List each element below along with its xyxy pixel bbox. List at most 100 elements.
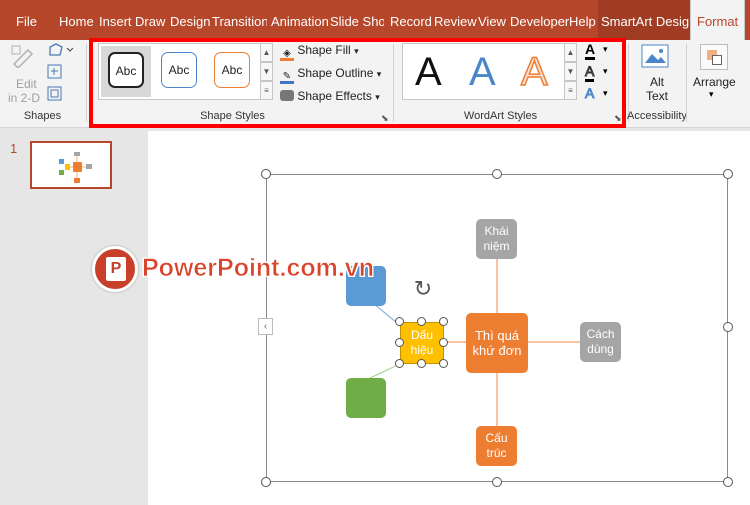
slide-canvas[interactable] [148, 131, 750, 505]
frame-handle[interactable] [492, 477, 502, 487]
arrange-icon[interactable] [700, 44, 728, 70]
node-cau-truc[interactable]: Cấu trúc [476, 426, 517, 466]
shape-fill-label: Shape Fill [297, 43, 351, 57]
slide-thumbnail-pane: 1 [0, 129, 132, 505]
connector-lines [367, 259, 581, 426]
wordart-style-2[interactable]: A [469, 50, 496, 94]
node-center[interactable]: Thì quá khứ đơn [466, 313, 528, 373]
tab-slide-show[interactable]: Slide Show [330, 14, 384, 29]
text-effects-icon[interactable]: A [584, 85, 595, 101]
separator [686, 44, 687, 122]
node-dau-hieu[interactable]: Dấu hiệu [400, 322, 444, 364]
slide-thumbnail[interactable] [30, 141, 112, 189]
edit-2d-button[interactable]: Edit [16, 77, 37, 91]
shape-style-3[interactable]: Abc [214, 52, 250, 88]
wordart-style-3[interactable]: A [520, 49, 548, 95]
wordart-group-label: WordArt Styles [463, 110, 538, 122]
shape-outline-button[interactable]: ✎ Shape Outline ▾ [280, 66, 381, 84]
gallery-scroll-down[interactable]: ▼ [260, 62, 273, 81]
ribbon-tab-bar: File Home Insert Draw Design Transitions… [0, 0, 750, 40]
separator [628, 44, 629, 122]
wordart-scroll-down[interactable]: ▼ [564, 62, 577, 81]
chevron-down-icon: ▾ [354, 46, 359, 56]
tab-design[interactable]: Design [170, 14, 211, 29]
selection-handle[interactable] [395, 338, 404, 347]
text-outline-icon[interactable]: A [584, 63, 595, 82]
selection-handle[interactable] [417, 359, 426, 368]
frame-handle[interactable] [261, 477, 271, 487]
wordart-scroll-up[interactable]: ▲ [564, 43, 577, 62]
selection-handle[interactable] [395, 359, 404, 368]
text-pane-toggle[interactable]: ‹ [258, 318, 273, 335]
frame-handle[interactable] [261, 169, 271, 179]
node-blue-empty[interactable] [346, 266, 386, 306]
wordart-style-1[interactable]: A [415, 50, 442, 94]
frame-handle[interactable] [492, 169, 502, 179]
accessibility-group-label: Accessibility [627, 110, 687, 122]
smaller-shape-icon[interactable] [47, 86, 63, 107]
tab-insert[interactable]: Insert [99, 14, 132, 29]
paint-bucket-icon: ◈ [280, 48, 294, 61]
tab-developer[interactable]: Developer [510, 14, 570, 29]
chevron-down-icon: ▾ [376, 69, 382, 79]
shape-effects-icon [280, 90, 294, 101]
tab-record[interactable]: Record [390, 14, 432, 29]
tab-transitions[interactable]: Transitions [212, 14, 267, 29]
chevron-down-icon[interactable]: ▾ [603, 44, 608, 54]
shape-fill-button[interactable]: ◈ Shape Fill ▾ [280, 43, 359, 61]
splitter[interactable] [132, 129, 148, 505]
gallery-more[interactable]: ≡ [260, 81, 273, 100]
dialog-launcher-icon[interactable]: ⬊ [381, 113, 389, 123]
frame-handle[interactable] [723, 169, 733, 179]
tab-format[interactable]: Format [690, 0, 746, 40]
alt-text-label-2: Text [646, 89, 669, 103]
wordart-gallery [402, 43, 577, 100]
shape-style-1[interactable]: Abc [108, 52, 144, 88]
gallery-scroll-up[interactable]: ▲ [260, 43, 273, 62]
node-cach-dung[interactable]: Cách dùng [580, 322, 621, 362]
dialog-launcher-icon[interactable]: ⬊ [614, 113, 622, 123]
text-fill-icon[interactable]: A [585, 42, 596, 60]
shape-effects-button[interactable]: Shape Effects ▾ [280, 89, 380, 103]
alt-text-label-1: Alt [650, 75, 665, 89]
node-khai-niem[interactable]: Khái niệm [476, 219, 517, 259]
tab-file[interactable]: File [16, 14, 37, 29]
chevron-down-icon[interactable]: ▾ [709, 89, 714, 99]
tab-smartart-design[interactable]: SmartArt Design [598, 0, 700, 40]
slide-number: 1 [10, 141, 18, 156]
arrange-button[interactable]: Arrange [693, 75, 736, 89]
alt-text-icon[interactable] [641, 44, 669, 75]
tab-review[interactable]: Review [434, 14, 477, 29]
highlight-box [89, 38, 626, 128]
rotate-icon[interactable]: ↻ [413, 276, 433, 301]
edit-label: Edit [16, 77, 37, 91]
selection-handle[interactable] [439, 359, 448, 368]
chevron-down-icon[interactable]: ▾ [603, 66, 608, 76]
larger-shape-icon[interactable] [47, 64, 63, 85]
tab-home[interactable]: Home [59, 14, 94, 29]
pen-icon: ✎ [280, 71, 294, 84]
change-shape-icon[interactable] [47, 42, 75, 63]
shape-style-2[interactable]: Abc [161, 52, 197, 88]
selection-handle[interactable] [395, 317, 404, 326]
shape-effects-label: Shape Effects [297, 89, 372, 103]
tab-animations[interactable]: Animation [271, 14, 329, 29]
selection-handle[interactable] [439, 338, 448, 347]
edit-shape-icon [10, 44, 36, 73]
shape-styles-group-label: Shape Styles [200, 110, 265, 122]
selection-handle[interactable] [417, 317, 426, 326]
alt-text-button[interactable]: Alt Text [646, 75, 668, 103]
tab-help[interactable]: Help [569, 14, 596, 29]
node-green-empty[interactable] [346, 378, 386, 418]
wordart-more[interactable]: ≡ [564, 81, 577, 100]
shapes-group-label: Shapes [23, 110, 62, 122]
tab-view[interactable]: View [478, 14, 506, 29]
tab-draw[interactable]: Draw [135, 14, 166, 29]
shape-outline-label: Shape Outline [297, 66, 374, 80]
separator [86, 44, 87, 122]
chevron-down-icon[interactable]: ▾ [603, 88, 608, 98]
frame-handle[interactable] [723, 322, 733, 332]
separator [393, 44, 394, 122]
frame-handle[interactable] [723, 477, 733, 487]
selection-handle[interactable] [439, 317, 448, 326]
